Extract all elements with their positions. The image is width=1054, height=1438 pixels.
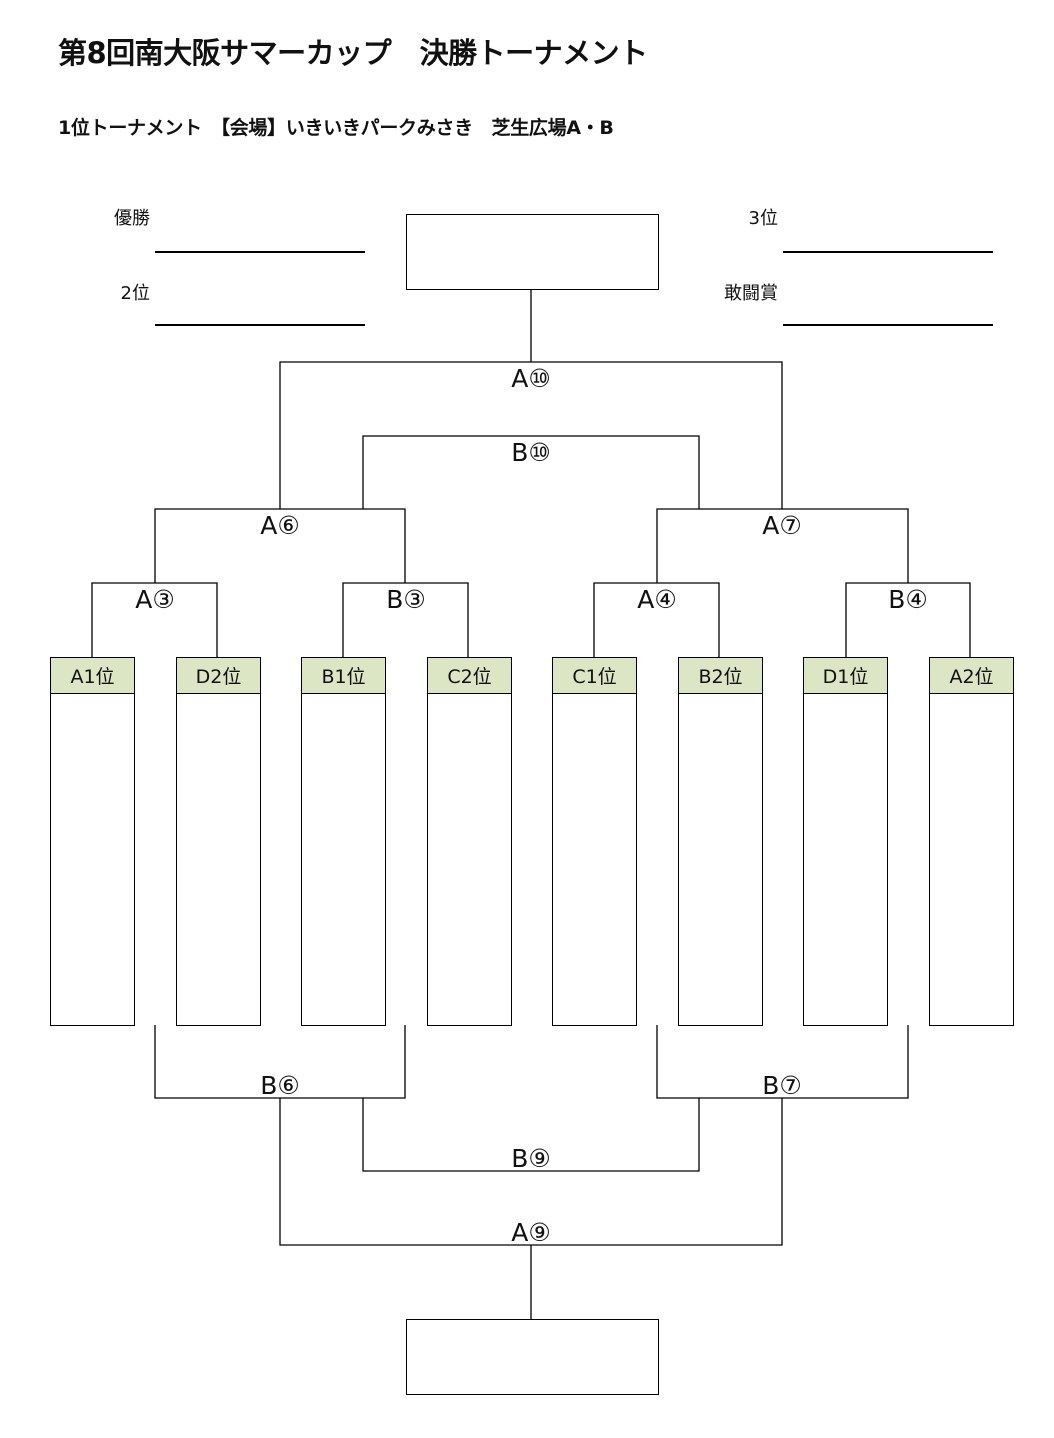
team-column-c2: C2位 bbox=[427, 657, 512, 1026]
team-name: A1位 bbox=[51, 658, 134, 694]
b4-bracket-line bbox=[845, 582, 971, 657]
b3-bracket-line bbox=[342, 582, 469, 657]
team-column-a2: A2位 bbox=[929, 657, 1014, 1026]
match-label-b4: B④ bbox=[888, 585, 928, 614]
team-column-b2: B2位 bbox=[678, 657, 763, 1026]
team-name: C2位 bbox=[428, 658, 511, 694]
third-underline bbox=[783, 251, 993, 253]
team-name: D1位 bbox=[804, 658, 887, 694]
team-name: B2位 bbox=[679, 658, 762, 694]
final-winner-box bbox=[406, 214, 659, 290]
a10-bracket-line bbox=[279, 361, 783, 509]
team-name: C1位 bbox=[553, 658, 636, 694]
team-name: B1位 bbox=[302, 658, 385, 694]
award-label-second: 2位 bbox=[120, 283, 150, 304]
award-label-fighting-spirit: 敢闘賞 bbox=[724, 283, 778, 304]
team-column-d1: D1位 bbox=[803, 657, 888, 1026]
lower-final-box bbox=[406, 1319, 659, 1395]
team-column-a1: A1位 bbox=[50, 657, 135, 1026]
team-name: D2位 bbox=[177, 658, 260, 694]
team-column-c1: C1位 bbox=[552, 657, 637, 1026]
match-label-a9: A⑨ bbox=[511, 1218, 551, 1247]
match-label-b10: B⑩ bbox=[511, 438, 551, 467]
match-label-b6: B⑥ bbox=[260, 1071, 300, 1100]
team-name: A2位 bbox=[930, 658, 1013, 694]
a6-bracket-line bbox=[154, 508, 406, 583]
b9-bracket-line bbox=[362, 1098, 700, 1172]
match-label-b7: B⑦ bbox=[762, 1071, 802, 1100]
a4-bracket-line bbox=[593, 582, 720, 657]
match-label-a3: A③ bbox=[135, 585, 175, 614]
fighting-spirit-underline bbox=[783, 324, 993, 326]
second-underline bbox=[155, 324, 365, 326]
b10-bracket-line bbox=[362, 435, 700, 509]
winner-underline bbox=[155, 251, 365, 253]
team-column-b1: B1位 bbox=[301, 657, 386, 1026]
match-label-b3: B③ bbox=[386, 585, 426, 614]
match-label-a10: A⑩ bbox=[511, 364, 551, 393]
award-label-winner: 優勝 bbox=[114, 208, 150, 229]
a3-bracket-line bbox=[91, 582, 218, 657]
page-title: 第8回南大阪サマーカップ 決勝トーナメント bbox=[58, 36, 648, 70]
a7-bracket-line bbox=[656, 508, 909, 583]
match-label-a4: A④ bbox=[637, 585, 677, 614]
match-label-a7: A⑦ bbox=[762, 511, 802, 540]
match-label-a6: A⑥ bbox=[260, 511, 300, 540]
team-column-d2: D2位 bbox=[176, 657, 261, 1026]
page-subtitle: 1位トーナメント 【会場】いきいきパークみさき 芝生広場A・B bbox=[58, 117, 614, 139]
match-label-b9: B⑨ bbox=[511, 1144, 551, 1173]
award-label-third: 3位 bbox=[748, 208, 778, 229]
